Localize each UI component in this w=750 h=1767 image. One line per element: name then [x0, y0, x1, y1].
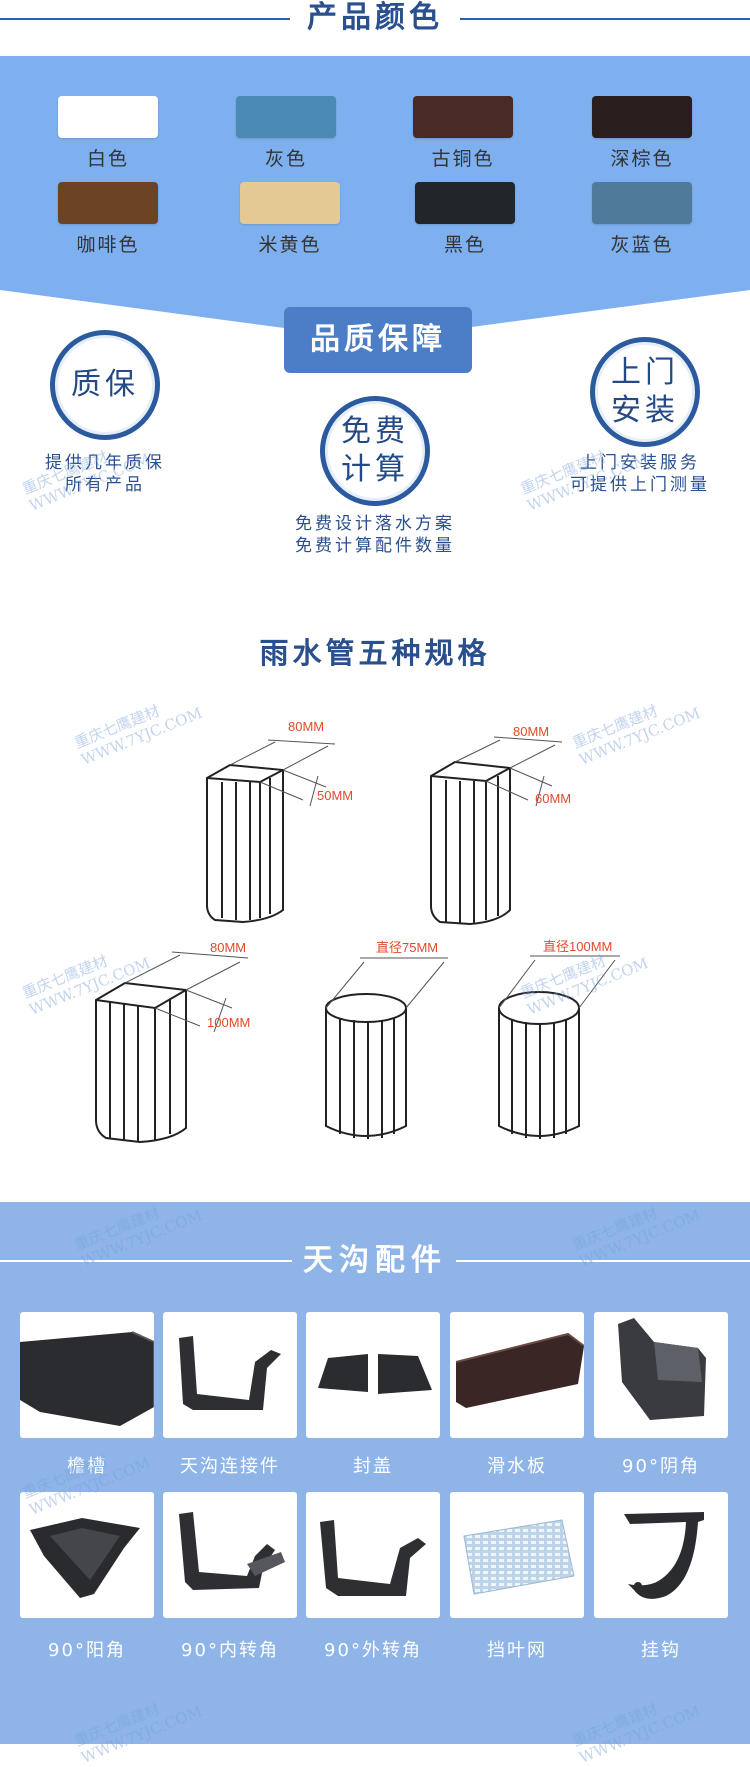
caption-line: 可提供上门测量 [570, 475, 710, 495]
free-calc-caption: 免费设计落水方案 免费计算配件数量 [265, 513, 485, 557]
accessory-card-outer-turn[interactable] [306, 1492, 440, 1618]
accessory-card-gutter-connector[interactable] [163, 1312, 297, 1438]
swatch-chip [592, 96, 692, 138]
swatch-gray[interactable]: 灰色 [236, 96, 336, 171]
swatch-coffee[interactable]: 咖啡色 [58, 182, 158, 257]
swatch-chip [415, 182, 515, 224]
caption-line: 免费设计落水方案 [295, 514, 455, 534]
swatch-dark-brown[interactable]: 深棕色 [592, 96, 692, 171]
accessory-label: 天沟连接件 [180, 1456, 280, 1477]
dim-label: 80MM [513, 724, 549, 739]
swatch-chip [240, 182, 340, 224]
circle-text: 上门 [611, 355, 679, 390]
drip-board-icon [455, 1332, 584, 1408]
accessory-label: 檐槽 [67, 1456, 107, 1477]
colors-panel-bg [0, 56, 750, 340]
swatch-label: 咖啡色 [76, 234, 140, 256]
circle-text: 安装 [611, 393, 679, 428]
swatch-chip [413, 96, 513, 138]
accessory-label: 90°阳角 [48, 1640, 126, 1661]
accessories-title: 天沟配件 [303, 1243, 447, 1278]
caption-line: 上门安装服务 [580, 453, 700, 473]
accessory-card-gutter[interactable] [20, 1312, 154, 1438]
gutter-icon [20, 1331, 154, 1426]
title-rule-right [460, 18, 750, 20]
dim-label: 100MM [207, 1015, 250, 1030]
accessory-label: 挡叶网 [487, 1640, 547, 1661]
accessory-label: 90°内转角 [181, 1640, 279, 1661]
dim-label: 直径100MM [543, 939, 612, 954]
pipe-square-80x50 [206, 763, 284, 924]
circle-text: 质保 [71, 367, 139, 402]
swatch-label: 白色 [86, 148, 129, 170]
hanger-hook-icon [624, 1512, 704, 1599]
accessory-card-leaf-guard[interactable] [450, 1492, 584, 1618]
caption-line: 免费计算配件数量 [295, 536, 455, 556]
inside-corner-icon [618, 1318, 706, 1420]
accessory-label: 滑水板 [487, 1456, 547, 1477]
warranty-caption: 提供几年质保 所有产品 [20, 452, 190, 496]
warranty-circle: 质保 [50, 330, 160, 440]
colors-title-bar: 产品颜色 [0, 0, 750, 48]
dim-label: 50MM [317, 788, 353, 803]
end-cap-icon [318, 1354, 432, 1394]
circle-text: 免费 [341, 414, 409, 449]
accessory-card-drip-board[interactable] [450, 1312, 584, 1438]
leaf-guard-icon [463, 1519, 575, 1595]
accessory-label: 封盖 [353, 1456, 393, 1477]
title-rule-left [0, 1260, 292, 1262]
installation-circle: 上门 安装 [590, 337, 700, 447]
swatch-label: 黑色 [443, 234, 486, 256]
accessory-label: 挂钩 [641, 1640, 681, 1661]
caption-line: 提供几年质保 [45, 453, 165, 473]
title-rule-left [0, 18, 290, 20]
dim-label: 直径75MM [376, 940, 438, 955]
accessories-panel-bg [0, 1202, 750, 1744]
swatch-white[interactable]: 白色 [58, 96, 158, 171]
pipe-round-75 [325, 993, 407, 1139]
accessory-card-hanger-hook[interactable] [594, 1492, 728, 1618]
swatch-gray-blue[interactable]: 灰蓝色 [592, 182, 692, 257]
swatch-label: 深棕色 [610, 148, 674, 170]
specs-title: 雨水管五种规格 [259, 636, 491, 670]
free-calc-circle: 免费 计算 [320, 396, 430, 506]
dim-label: 80MM [288, 719, 324, 734]
swatch-chip [58, 96, 158, 138]
pipe-specs-drawing: 80MM 50MM 80MM 60MM 80MM 100MM 直径75MM 直径… [95, 719, 620, 1144]
inner-turn-icon [179, 1512, 285, 1590]
colors-title: 产品颜色 [307, 0, 443, 35]
swatch-label: 米黄色 [258, 234, 322, 256]
accessory-card-end-cap[interactable] [306, 1312, 440, 1438]
accessory-card-inner-turn[interactable] [163, 1492, 297, 1618]
accessory-card-outside-corner[interactable] [20, 1492, 154, 1618]
swatch-label: 古铜色 [431, 148, 495, 170]
accessories-title-bar: 天沟配件 [0, 1238, 750, 1284]
accessory-label: 90°外转角 [324, 1640, 422, 1661]
gutter-connector-icon [179, 1336, 281, 1410]
outside-corner-icon [30, 1518, 140, 1598]
title-rule-right [456, 1260, 750, 1262]
swatch-chip [236, 96, 336, 138]
caption-line: 所有产品 [65, 475, 145, 495]
dim-label: 80MM [210, 940, 246, 955]
swatch-bronze[interactable]: 古铜色 [413, 96, 513, 171]
swatch-chip [58, 182, 158, 224]
accessory-label: 90°阴角 [622, 1456, 700, 1477]
dim-label: 60MM [535, 791, 571, 806]
pipe-round-100 [498, 991, 580, 1139]
swatch-label: 灰色 [264, 148, 307, 170]
swatch-black[interactable]: 黑色 [415, 182, 515, 257]
pipe-square-80x100 [95, 981, 187, 1144]
installation-caption: 上门安装服务 可提供上门测量 [555, 452, 725, 496]
outer-turn-icon [320, 1520, 426, 1596]
accessory-card-inside-corner[interactable] [594, 1312, 728, 1438]
quality-badge: 品质保障 [284, 307, 472, 373]
swatch-beige[interactable]: 米黄色 [240, 182, 340, 257]
swatch-chip [592, 182, 692, 224]
swatch-label: 灰蓝色 [610, 234, 674, 256]
circle-text: 计算 [341, 452, 409, 487]
